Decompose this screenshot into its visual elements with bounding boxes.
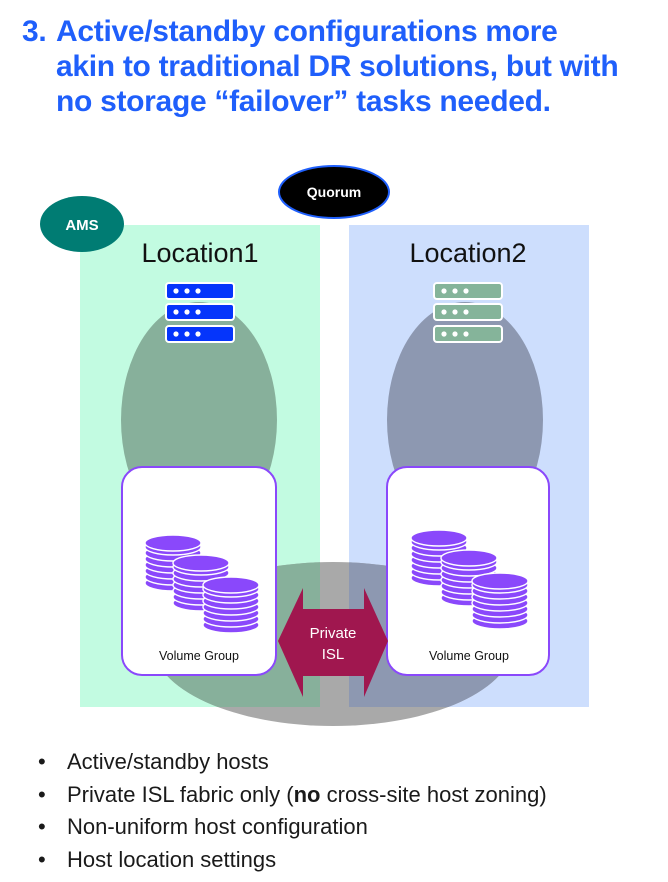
feature-bullet-list: •Active/standby hosts •Private ISL fabri… [38, 746, 547, 876]
ams-badge: AMS [40, 196, 124, 252]
location2-volume-group[interactable]: Volume Group [386, 466, 550, 676]
title-number: 3. [22, 15, 47, 48]
bullet-item: •Active/standby hosts [38, 749, 269, 774]
private-isl-link[interactable]: Private ISL [278, 588, 388, 697]
title-line-2: akin to traditional DR solutions, but wi… [56, 50, 619, 83]
bullet-item: •Private ISL fabric only (no cross-site … [38, 781, 547, 807]
location1-label: Location1 [141, 238, 258, 268]
active-host-server-icon [165, 282, 235, 343]
title-line-1: Active/standby configurations more [56, 15, 558, 48]
quorum-badge: Quorum [278, 165, 390, 219]
location2-volume-group-label: Volume Group [429, 649, 509, 663]
title-line-3: no storage “failover” tasks needed. [56, 85, 551, 118]
bullet-item: •Non-uniform host configuration [38, 814, 368, 839]
quorum-label: Quorum [307, 184, 361, 200]
ams-label: AMS [65, 217, 98, 234]
double-arrow-icon [278, 588, 388, 697]
bullet-item: •Host location settings [38, 846, 277, 872]
location1-volume-group-label: Volume Group [159, 649, 239, 663]
location2-label: Location2 [409, 238, 526, 268]
standby-host-server-icon [433, 282, 503, 343]
location1-volume-group[interactable]: Volume Group [121, 466, 277, 676]
isl-label-line1: Private [310, 625, 357, 642]
isl-label-line2: ISL [322, 646, 345, 663]
